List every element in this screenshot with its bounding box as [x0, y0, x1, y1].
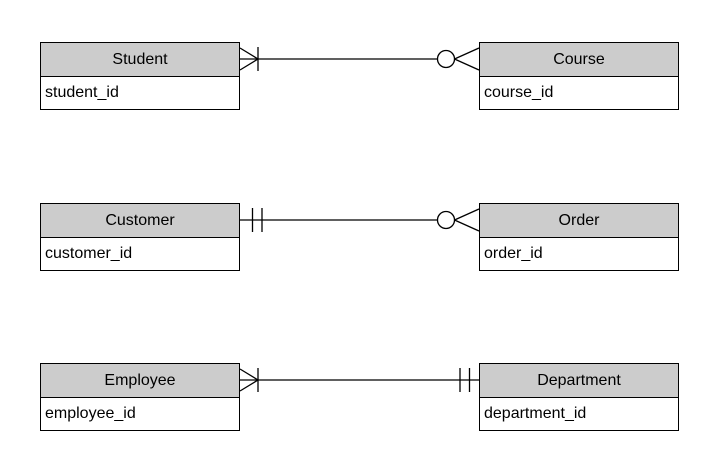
entity-field-row[interactable]: customer_id — [41, 238, 239, 269]
entity-title: Department — [537, 371, 621, 389]
entity-header: Order — [480, 204, 678, 238]
entity-header: Course — [480, 43, 678, 77]
entity-title: Employee — [104, 371, 176, 389]
entity-header: Student — [41, 43, 239, 77]
entity-field-row[interactable]: employee_id — [41, 398, 239, 429]
cardinality-exactly-one-icon — [459, 368, 471, 392]
entity-employee[interactable]: Employee employee_id — [40, 363, 240, 431]
entity-field-row[interactable]: course_id — [480, 77, 678, 108]
field-label: order_id — [484, 244, 543, 262]
entity-header: Employee — [41, 364, 239, 398]
cardinality-one-or-many-icon — [239, 368, 259, 392]
entity-department[interactable]: Department department_id — [479, 363, 679, 431]
entity-title: Course — [553, 50, 605, 68]
field-label: course_id — [484, 83, 554, 101]
relationship-customer-order[interactable] — [240, 208, 480, 232]
entity-customer[interactable]: Customer customer_id — [40, 203, 240, 271]
field-label: customer_id — [45, 244, 133, 262]
cardinality-exactly-one-icon — [251, 208, 263, 232]
entity-student[interactable]: Student student_id — [40, 42, 240, 110]
cardinality-one-or-many-icon — [239, 47, 259, 71]
entity-field-row[interactable]: order_id — [480, 238, 678, 269]
field-label: student_id — [45, 83, 119, 101]
field-label: employee_id — [45, 404, 136, 422]
entity-title: Order — [558, 211, 600, 229]
entity-order[interactable]: Order order_id — [479, 203, 679, 271]
relationship-student-course[interactable] — [239, 47, 480, 71]
entity-header: Customer — [41, 204, 239, 238]
field-label: department_id — [484, 404, 587, 422]
relationship-employee-department[interactable] — [239, 368, 479, 392]
cardinality-zero-or-many-icon — [436, 208, 480, 232]
entity-header: Department — [480, 364, 678, 398]
entity-title: Student — [112, 50, 168, 68]
entity-field-row[interactable]: department_id — [480, 398, 678, 429]
entity-course[interactable]: Course course_id — [479, 42, 679, 110]
entity-field-row[interactable]: student_id — [41, 77, 239, 108]
cardinality-zero-or-many-icon — [436, 47, 480, 71]
entity-title: Customer — [105, 211, 175, 229]
